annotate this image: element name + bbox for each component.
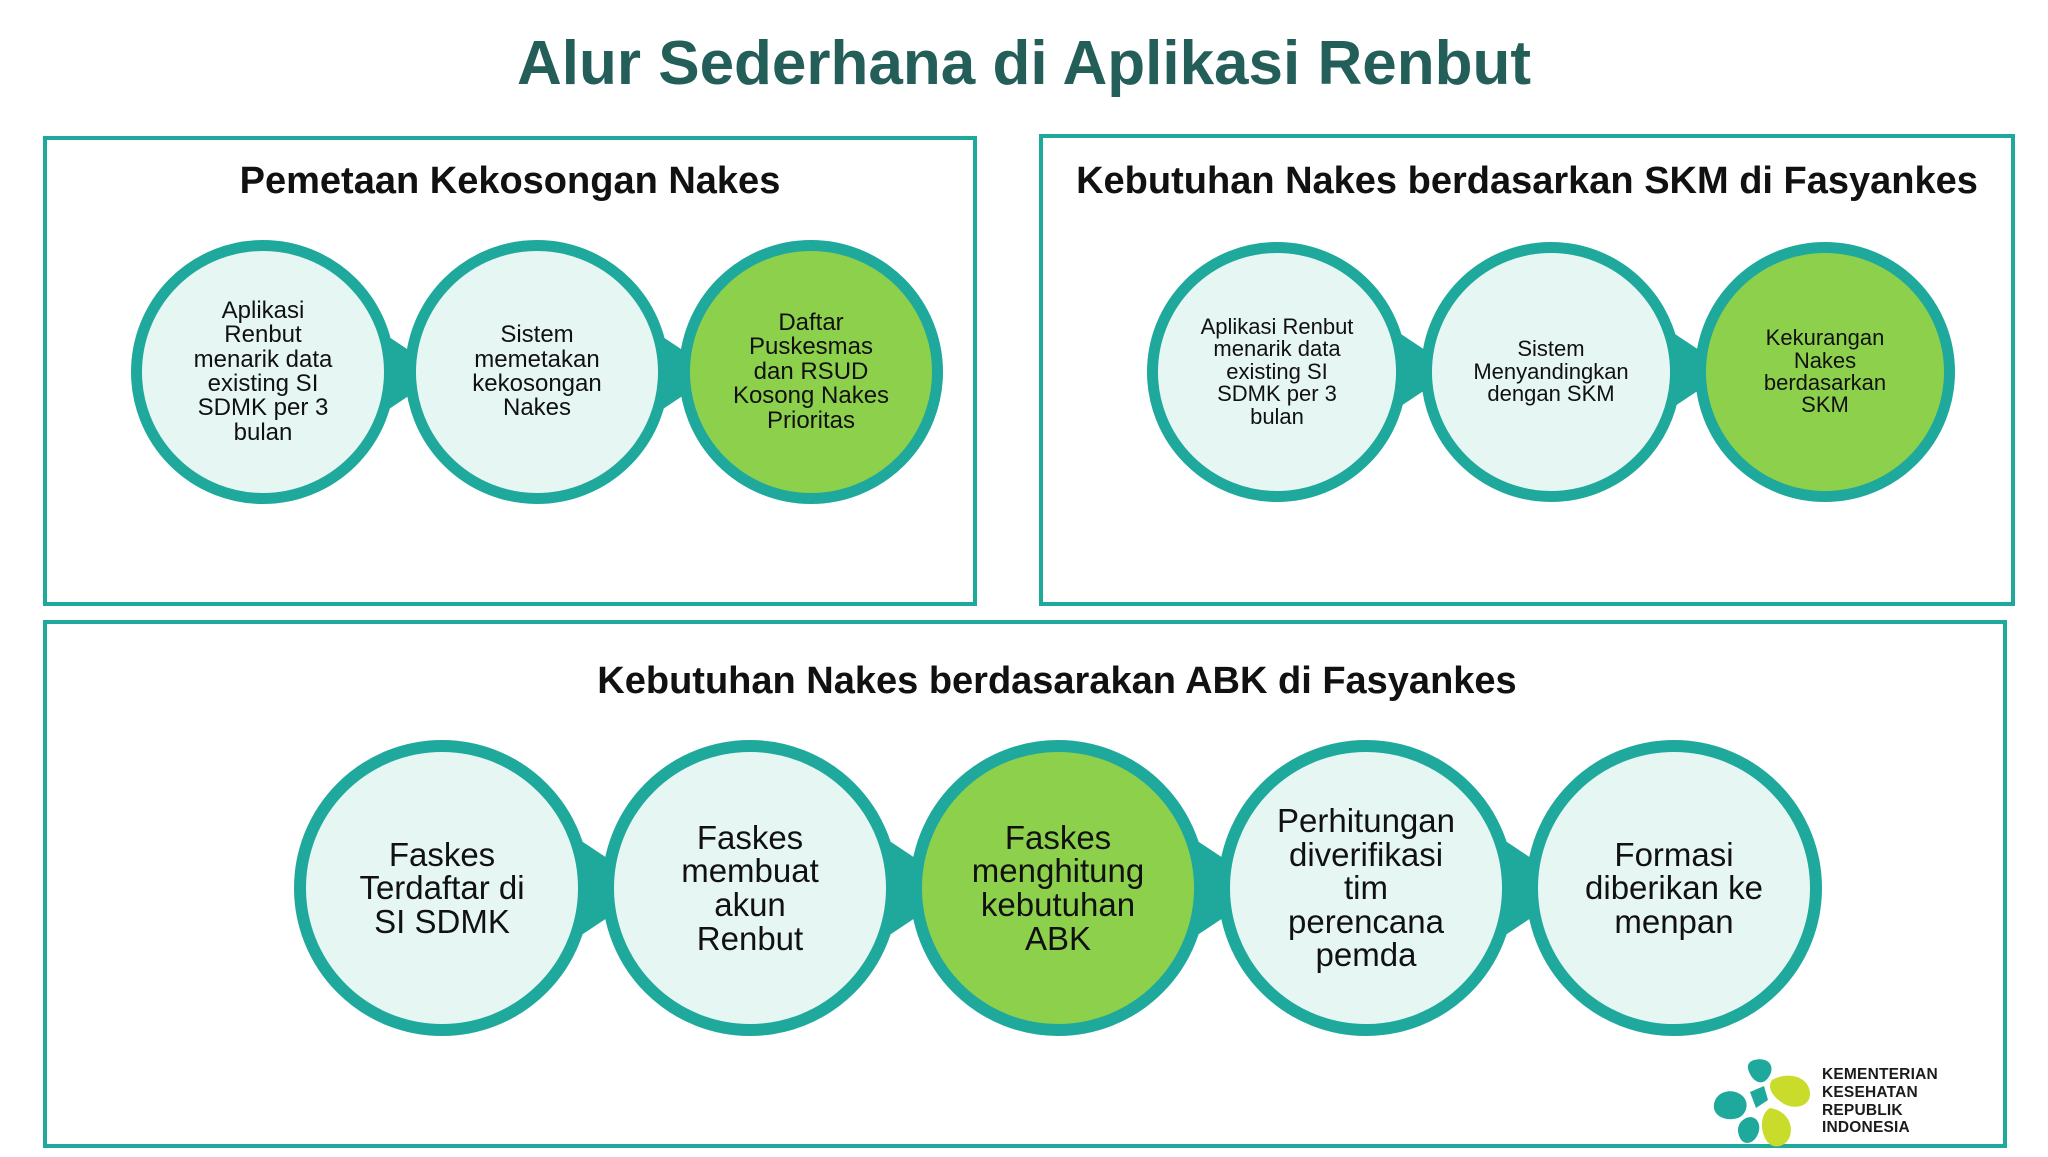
panel-title: Pemetaan Kekosongan Nakes (239, 160, 781, 202)
step-text: Kekurangan Nakes berdasarkan SKM (1763, 325, 1887, 418)
step-circle: Faskes membuat akun Renbut (602, 740, 898, 1036)
panel-kebutuhan-abk: Kebutuhan Nakes berdasarakan ABK di Fasy… (43, 620, 2007, 1148)
step-text: Perhitungan diverifikasi tim perencana p… (1277, 801, 1455, 974)
logo-text: KEMENTERIAN KESEHATAN REPUBLIK INDONESIA (1822, 1066, 1938, 1137)
step-circle: Faskes menghitung kebutuhan ABK (910, 740, 1206, 1036)
step-text: Aplikasi Renbut menarik data existing SI… (193, 296, 333, 446)
step-circle: Aplikasi Renbut menarik data existing SI… (131, 240, 395, 504)
panel-title: Kebutuhan Nakes berdasarkan SKM di Fasya… (1076, 160, 1978, 202)
kemenkes-logo-icon (1713, 1059, 1810, 1147)
step-circle: Faskes Terdaftar di SI SDMK (294, 740, 590, 1036)
panel-title: Kebutuhan Nakes berdasarakan ABK di Fasy… (597, 660, 1517, 702)
step-circle: Daftar Puskesmas dan RSUD Kosong Nakes P… (679, 240, 943, 504)
step-text: Faskes Terdaftar di SI SDMK (359, 835, 525, 940)
diagram-title: Alur Sederhana di Aplikasi Renbut (516, 29, 1531, 98)
step-circle: Sistem memetakan kekosongan Nakes (405, 240, 669, 504)
panel-pemetaan-kekosongan: Pemetaan Kekosongan Nakes Aplikasi Renbu… (43, 136, 977, 606)
kemenkes-logo: KEMENTERIAN KESEHATAN REPUBLIK INDONESIA (1710, 1052, 1950, 1152)
step-circle: Sistem Menyandingkan dengan SKM (1421, 242, 1681, 502)
panel-kebutuhan-skm: Kebutuhan Nakes berdasarkan SKM di Fasya… (1039, 134, 2015, 606)
step-text: Aplikasi Renbut menarik data existing SI… (1200, 313, 1354, 429)
step-text: Daftar Puskesmas dan RSUD Kosong Nakes P… (732, 308, 890, 434)
step-text: Sistem Menyandingkan dengan SKM (1473, 336, 1629, 407)
step-circle: Formasi diberikan ke menpan (1526, 740, 1822, 1036)
step-text: Formasi diberikan ke menpan (1585, 835, 1763, 940)
step-circle: Perhitungan diverifikasi tim perencana p… (1218, 740, 1514, 1036)
step-text: Faskes membuat akun Renbut (681, 818, 819, 957)
step-text: Sistem memetakan kekosongan Nakes (472, 321, 602, 422)
step-text: Faskes menghitung kebutuhan ABK (971, 818, 1145, 957)
step-circle: Kekurangan Nakes berdasarkan SKM (1695, 242, 1955, 502)
step-circle: Aplikasi Renbut menarik data existing SI… (1147, 242, 1407, 502)
